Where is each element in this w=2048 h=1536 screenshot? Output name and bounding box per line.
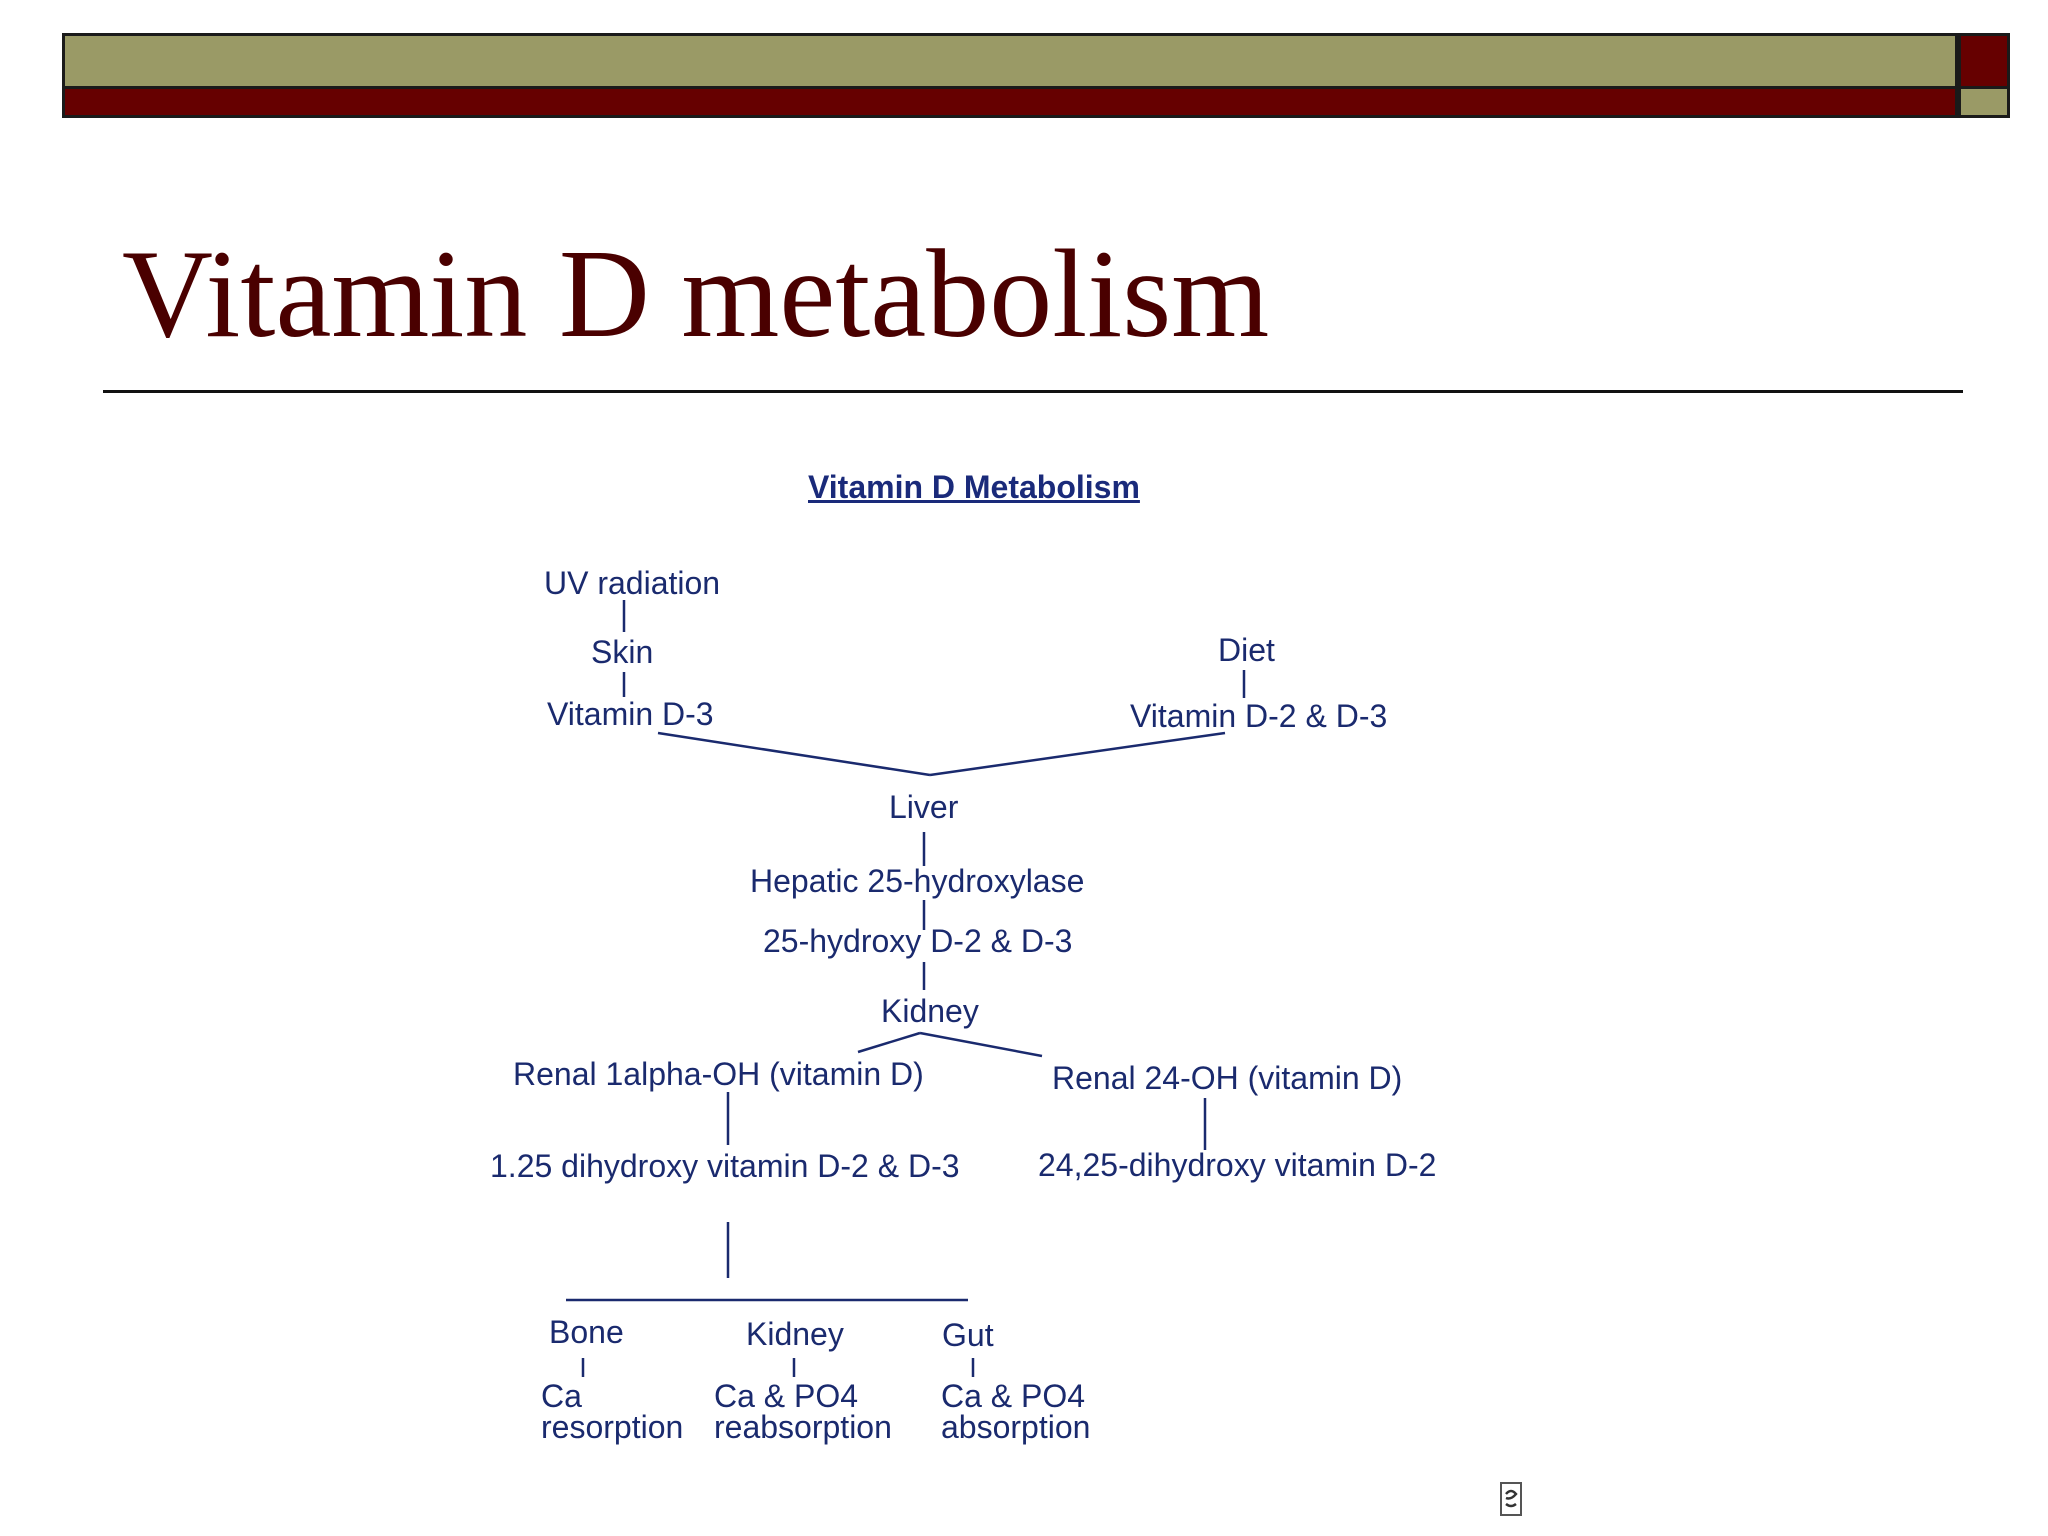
- node-ca: Ca: [541, 1378, 582, 1414]
- header-corner-maroon: [1958, 33, 2010, 86]
- node-2425-dihydroxy: 24,25-dihydroxy vitamin D-2: [1038, 1147, 1437, 1183]
- node-skin: Skin: [591, 634, 654, 670]
- node-resorption: resorption: [541, 1409, 684, 1445]
- node-gut: Gut: [942, 1317, 994, 1353]
- diagram-title: Vitamin D Metabolism: [808, 469, 1140, 505]
- node-renal-24-oh: Renal 24-OH (vitamin D): [1052, 1060, 1403, 1096]
- node-renal-1alpha-oh: Renal 1alpha-OH (vitamin D): [513, 1056, 924, 1092]
- node-25-hydroxy: 25-hydroxy D-2 & D-3: [763, 923, 1073, 959]
- node-vitamin-d3: Vitamin D-3: [547, 696, 714, 732]
- footer-logo-icon: [1500, 1482, 1522, 1516]
- node-bone: Bone: [549, 1314, 624, 1350]
- node-absorption: absorption: [941, 1409, 1091, 1445]
- connector-kidney-renal24: [919, 1031, 1043, 1058]
- node-hepatic-25-hydroxylase: Hepatic 25-hydroxylase: [750, 863, 1085, 899]
- node-kidney: Kidney: [881, 993, 979, 1029]
- title-divider: [103, 390, 1963, 393]
- node-reabsorption: reabsorption: [714, 1409, 892, 1445]
- connector-kidney-renal1alpha: [857, 1031, 921, 1054]
- node-diet: Diet: [1218, 632, 1275, 668]
- connector-vitd2d3-liver: [929, 731, 1226, 777]
- node-liver: Liver: [889, 789, 959, 825]
- header-bar-maroon: [62, 86, 1958, 118]
- node-uv-radiation: UV radiation: [544, 565, 721, 601]
- header-corner-olive: [1958, 86, 2010, 118]
- node-ca-po4-kidney: Ca & PO4: [714, 1378, 859, 1414]
- slide-title: Vitamin D metabolism: [122, 225, 1270, 364]
- node-ca-po4-gut: Ca & PO4: [941, 1378, 1086, 1414]
- node-125-dihydroxy: 1.25 dihydroxy vitamin D-2 & D-3: [490, 1148, 960, 1184]
- header-bar-olive: [62, 33, 1958, 86]
- node-kidney-target: Kidney: [746, 1316, 844, 1352]
- node-vitamin-d2-d3: Vitamin D-2 & D-3: [1130, 698, 1388, 734]
- connector-vitd3-liver: [657, 731, 931, 777]
